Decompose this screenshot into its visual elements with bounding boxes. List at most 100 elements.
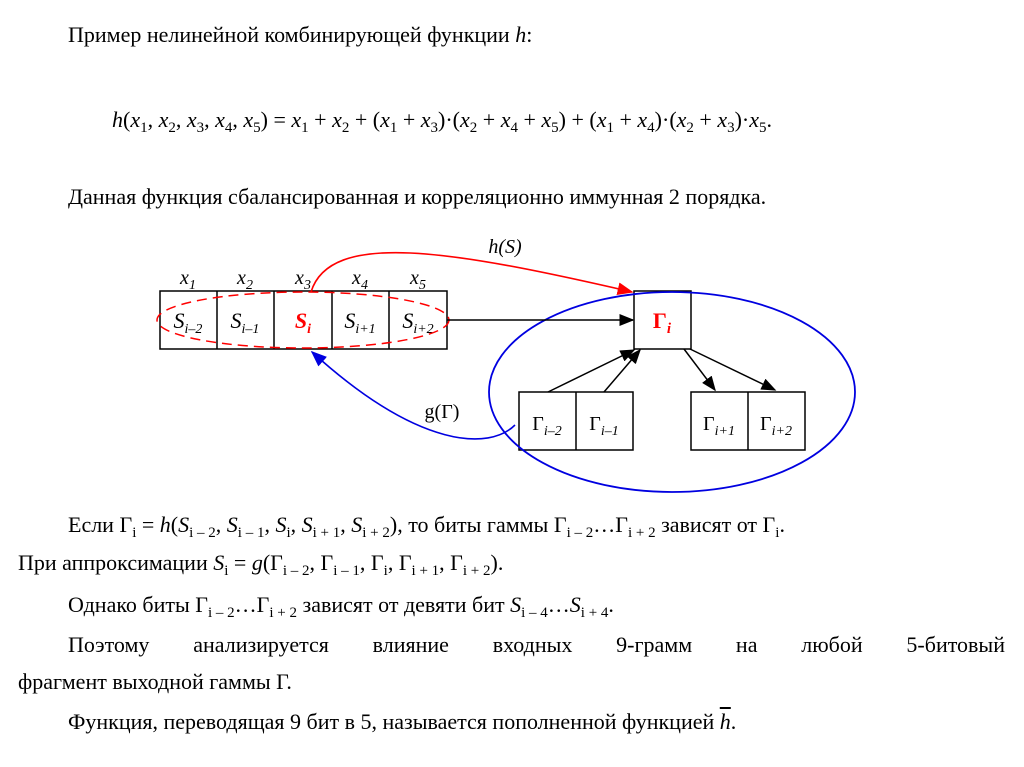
text-run: 2 [469, 120, 478, 136]
text-run: h [719, 709, 731, 734]
register-cell-s: Si+2 [402, 308, 433, 337]
text-run: i + 2 [627, 525, 656, 541]
paragraph-extended-function: Функция, переводящая 9 бит в 5, называет… [68, 709, 737, 734]
text-run: x [380, 107, 390, 132]
text-run: 5 [253, 120, 261, 136]
gamma-cell-right: Γi+2 [760, 413, 792, 439]
text-run: i – 1 [237, 525, 265, 541]
arrow-down-2 [689, 348, 777, 391]
arrow-up-1 [547, 349, 636, 393]
paragraph-nine-bits: Однако биты Γi – 2…Γi + 2 зависят от дев… [68, 592, 614, 621]
input-label-x3: x3 [294, 267, 311, 293]
text-run: i [286, 525, 291, 541]
text-run: h [112, 107, 123, 132]
text-run: x [717, 107, 728, 132]
h-label: h(S) [488, 236, 522, 258]
text-run: 2 [341, 120, 350, 136]
input-label-x5: x5 [409, 267, 426, 293]
text-run: h [515, 22, 527, 47]
text-run: S [510, 592, 522, 617]
paragraph-analysis-line2: фрагмент выходной гаммы Г. [18, 669, 292, 694]
text-run: i – 2 [207, 605, 235, 621]
text-run: g [251, 550, 263, 575]
register-cell-s: Si+1 [344, 308, 375, 337]
text-run: 4 [510, 120, 518, 136]
text-run: i [383, 563, 388, 579]
text-run: i [224, 563, 229, 579]
paragraph-gamma-dependence: Если Γi = h(Si – 2, Si – 1, Si, Si + 1, … [68, 512, 785, 541]
text-run: i [132, 525, 137, 541]
text-run: 3 [430, 120, 439, 136]
text-run: i – 2 [566, 525, 594, 541]
text-run: i + 1 [312, 525, 341, 541]
gamma-i-label: Γi [653, 308, 672, 337]
text-run: x [158, 107, 169, 132]
text-run: i + 4 [580, 605, 609, 621]
text-run: x [130, 107, 141, 132]
text-run: 1 [301, 120, 309, 136]
gamma-cell-left: Γi–1 [589, 413, 618, 439]
gamma-cell-right: Γi+1 [703, 413, 735, 439]
register-cell-s: Si–1 [231, 308, 260, 337]
text-run: 3 [196, 120, 205, 136]
text-run: x [637, 107, 648, 132]
text-run: i – 2 [282, 563, 310, 579]
text-run: 2 [168, 120, 176, 136]
text-run: x [460, 107, 470, 132]
function-property: Данная функция сбалансированная и коррел… [68, 184, 767, 209]
text-run: S [213, 550, 225, 575]
register-cell-s: Si [295, 308, 311, 337]
text-run: 2 [686, 120, 694, 136]
intro-heading: Пример нелинейной комбинирующей функции … [68, 22, 533, 47]
input-label-x1: x1 [179, 267, 196, 293]
text-run: i + 2 [362, 525, 390, 541]
text-run: S [351, 512, 363, 537]
paragraph-analysis-line1: Поэтому анализируется влияние входных 9-… [68, 632, 1005, 657]
text-run: S [275, 512, 287, 537]
g-label: g(Γ) [425, 401, 460, 423]
text-run: x [186, 107, 197, 132]
text-run: h [159, 512, 171, 537]
text-run: 1 [389, 120, 398, 136]
text-run: x [332, 107, 342, 132]
text-run: 1 [606, 120, 614, 136]
text-run: i – 2 [189, 525, 216, 541]
text-run: 3 [727, 120, 735, 136]
g-arrow [310, 350, 516, 440]
register-cell-s: Si–2 [174, 308, 203, 337]
input-label-x4: x4 [351, 267, 368, 293]
text-run: S [226, 512, 238, 537]
text-run: x [500, 107, 511, 132]
text-run: x [291, 107, 302, 132]
text-run: x [596, 107, 607, 132]
input-label-x2: x2 [236, 267, 253, 293]
arrow-up-2 [603, 348, 641, 393]
text-run: 1 [140, 120, 148, 136]
text-run: i + 2 [269, 605, 298, 621]
text-run: x [749, 107, 760, 132]
text-run: x [243, 107, 254, 132]
text-run: x [215, 107, 225, 132]
text-run: S [178, 512, 190, 537]
text-run: i – 4 [521, 605, 548, 621]
gamma-cell-left: Γi–2 [532, 413, 561, 439]
text-run: x [676, 107, 687, 132]
gamma-neighborhood-ellipse [488, 291, 856, 493]
function-formula: h(x1, x2, x3, x4, x5) = x1 + x2 + (x1 + … [112, 107, 773, 136]
text-run: 4 [224, 120, 233, 136]
text-run: S [569, 592, 581, 617]
gamma-left-boxes [518, 391, 634, 451]
text-run: i + 2 [462, 563, 491, 579]
h-arrow [310, 251, 634, 295]
text-run: 5 [551, 120, 559, 136]
text-run: i [775, 525, 780, 541]
text-run: 4 [647, 120, 655, 136]
paragraph-approximation: При аппроксимации Si = g(Γi – 2, Γi – 1,… [18, 550, 504, 579]
text-run: 5 [759, 120, 767, 136]
text-run: S [301, 512, 313, 537]
text-run: i + 1 [411, 563, 440, 579]
text-run: i – 1 [333, 563, 360, 579]
arrow-down-1 [683, 348, 716, 392]
